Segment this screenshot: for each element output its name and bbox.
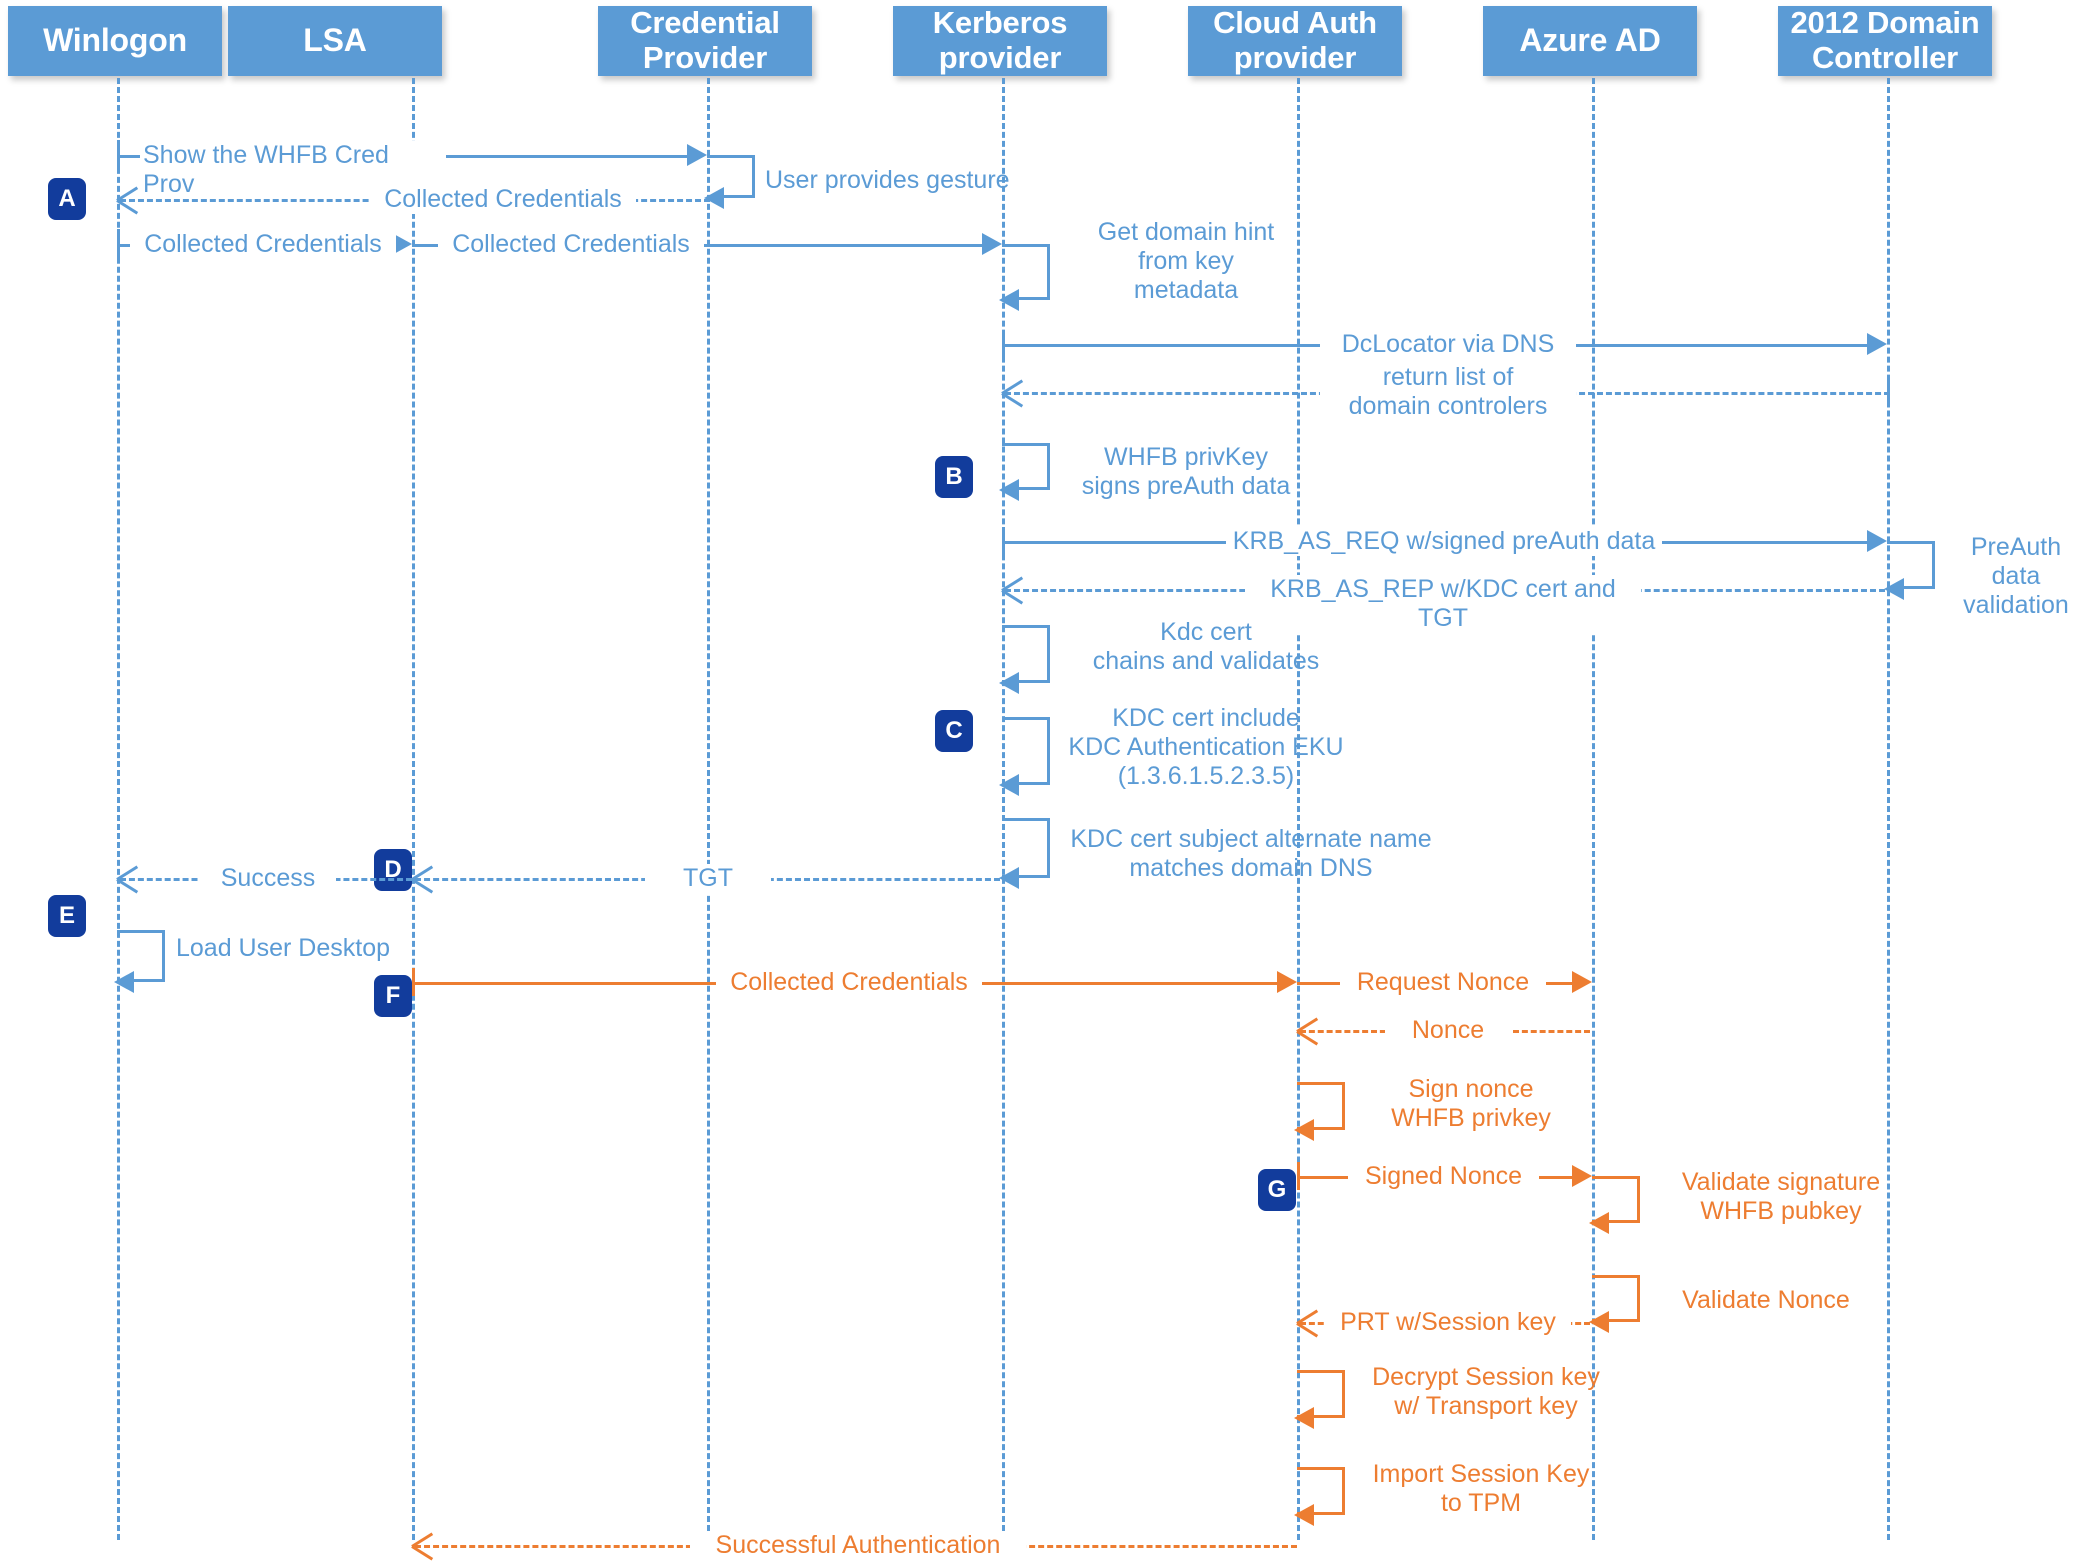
lifeline-winlogon bbox=[117, 78, 120, 1540]
step-marker-D: D bbox=[374, 849, 412, 891]
msg-m20-label: Request Nonce bbox=[1340, 968, 1546, 997]
msg-m17-label: Success bbox=[200, 864, 336, 893]
lifeline-cloudauth bbox=[1297, 78, 1300, 1540]
participant-box-kerberos-provider: Kerberos provider bbox=[893, 5, 1107, 76]
lifeline-dc2012 bbox=[1887, 78, 1890, 1540]
msg-m21-label: Nonce bbox=[1385, 1016, 1511, 1045]
msg-m22-self-bracket bbox=[1297, 1082, 1345, 1130]
msg-m15-arrowhead bbox=[999, 867, 1019, 889]
lifeline-lsa bbox=[412, 78, 415, 1540]
msg-m10-label: KRB_AS_REQ w/signed preAuth data bbox=[1226, 527, 1662, 556]
msg-m5-label: Collected Credentials bbox=[438, 230, 704, 259]
msg-m28-self-bracket bbox=[1297, 1467, 1345, 1515]
step-marker-E: E bbox=[48, 895, 86, 937]
msg-m13-self-bracket bbox=[1002, 625, 1050, 683]
msg-m29-label: Successful Authentication bbox=[690, 1531, 1026, 1560]
msg-m27-arrowhead bbox=[1294, 1407, 1314, 1429]
msg-m23-label: Signed Nonce bbox=[1348, 1162, 1539, 1191]
msg-m19-arrowhead bbox=[1277, 971, 1297, 993]
msg-m20-arrowhead bbox=[1572, 971, 1592, 993]
msg-m16-label: TGT bbox=[645, 864, 771, 893]
participant-box-2012-domain-controller: 2012 Domain Controller bbox=[1778, 5, 1992, 76]
participant-label-cloud-auth-provider: Cloud Auth provider bbox=[1213, 5, 1377, 75]
participant-label-lsa: LSA bbox=[303, 22, 367, 59]
step-marker-A: A bbox=[48, 178, 86, 220]
msg-m18-arrowhead bbox=[114, 971, 134, 993]
msg-m27-self-bracket bbox=[1297, 1370, 1345, 1418]
msg-m19-label: Collected Credentials bbox=[716, 968, 982, 997]
participant-label-winlogon: Winlogon bbox=[43, 22, 187, 59]
msg-m11-arrowhead bbox=[1884, 578, 1904, 600]
participant-box-cloud-auth-provider: Cloud Auth provider bbox=[1188, 5, 1402, 76]
msg-m14-arrowhead bbox=[999, 774, 1019, 796]
msg-m14-self-bracket bbox=[1002, 717, 1050, 785]
msg-m11-label: PreAuth data validation bbox=[1963, 533, 2069, 619]
step-marker-C: C bbox=[935, 710, 973, 752]
participant-box-winlogon: Winlogon bbox=[8, 6, 222, 76]
msg-m13-arrowhead bbox=[999, 672, 1019, 694]
msg-m18-self-bracket bbox=[117, 930, 165, 982]
msg-m4-arrowhead bbox=[392, 233, 412, 255]
msg-m27-label: Decrypt Session key w/ Transport key bbox=[1372, 1363, 1600, 1420]
msg-m25-label: Validate Nonce bbox=[1682, 1286, 1850, 1314]
msg-m8-label: return list of domain controlers bbox=[1320, 363, 1576, 421]
msg-m22-label: Sign nonce WHFB privkey bbox=[1391, 1075, 1551, 1132]
msg-m1-arrowhead bbox=[687, 144, 707, 166]
msg-m24-arrowhead bbox=[1589, 1212, 1609, 1234]
msg-m3-label: Collected Credentials bbox=[370, 185, 636, 214]
msg-m10-arrowhead bbox=[1867, 530, 1887, 552]
msg-m12-label: KRB_AS_REP w/KDC cert and TGT bbox=[1245, 575, 1641, 633]
msg-m2-label: User provides gesture bbox=[765, 166, 1010, 194]
msg-m26-label: PRT w/Session key bbox=[1325, 1308, 1571, 1337]
participant-label-credential-provider: Credential Provider bbox=[630, 5, 780, 75]
step-marker-F: F bbox=[374, 975, 412, 1017]
msg-m14-label: KDC cert include KDC Authentication EKU … bbox=[1068, 704, 1344, 790]
msg-m9-self-bracket bbox=[1002, 443, 1050, 490]
msg-m25-self-bracket bbox=[1592, 1275, 1640, 1322]
msg-m23-arrowhead bbox=[1572, 1165, 1592, 1187]
participant-label-kerberos-provider: Kerberos provider bbox=[932, 5, 1068, 75]
msg-m9-label: WHFB privKey signs preAuth data bbox=[1081, 443, 1291, 500]
lifeline-credprov bbox=[707, 78, 710, 1540]
participant-label-2012-domain-controller: 2012 Domain Controller bbox=[1790, 5, 1980, 75]
msg-m5-arrowhead bbox=[982, 233, 1002, 255]
lifeline-kerberos bbox=[1002, 78, 1005, 1540]
participant-box-azure-ad: Azure AD bbox=[1483, 6, 1697, 76]
msg-m24-label: Validate signature WHFB pubkey bbox=[1681, 1168, 1881, 1225]
step-marker-B: B bbox=[935, 456, 973, 498]
msg-m7-arrowhead bbox=[1867, 333, 1887, 355]
participant-label-azure-ad: Azure AD bbox=[1519, 22, 1661, 59]
participant-box-credential-provider: Credential Provider bbox=[598, 5, 812, 76]
msg-m11-self-bracket bbox=[1887, 541, 1935, 589]
msg-m6-arrowhead bbox=[999, 289, 1019, 311]
msg-m9-arrowhead bbox=[999, 479, 1019, 501]
msg-m2-self-bracket bbox=[707, 155, 755, 198]
msg-m28-label: Import Session Key to TPM bbox=[1372, 1460, 1590, 1517]
msg-m22-arrowhead bbox=[1294, 1119, 1314, 1141]
msg-m6-label: Get domain hint from key metadata bbox=[1097, 218, 1275, 304]
lifeline-azuread bbox=[1592, 78, 1595, 1540]
msg-m25-arrowhead bbox=[1589, 1311, 1609, 1333]
msg-m13-label: Kdc cert chains and validates bbox=[1092, 618, 1320, 675]
step-marker-G: G bbox=[1258, 1169, 1296, 1211]
msg-m7-label: DcLocator via DNS bbox=[1320, 330, 1576, 359]
msg-m6-self-bracket bbox=[1002, 244, 1050, 300]
msg-m15-label: KDC cert subject alternate name matches … bbox=[1070, 825, 1432, 882]
msg-m18-label: Load User Desktop bbox=[176, 934, 391, 962]
msg-m4-label: Collected Credentials bbox=[130, 230, 396, 259]
participant-box-lsa: LSA bbox=[228, 6, 442, 76]
msg-m8-dest-tick bbox=[1887, 378, 1890, 406]
msg-m2-arrowhead bbox=[704, 187, 724, 209]
msg-m28-arrowhead bbox=[1294, 1504, 1314, 1526]
msg-m24-self-bracket bbox=[1592, 1176, 1640, 1223]
msg-m15-self-bracket bbox=[1002, 818, 1050, 878]
